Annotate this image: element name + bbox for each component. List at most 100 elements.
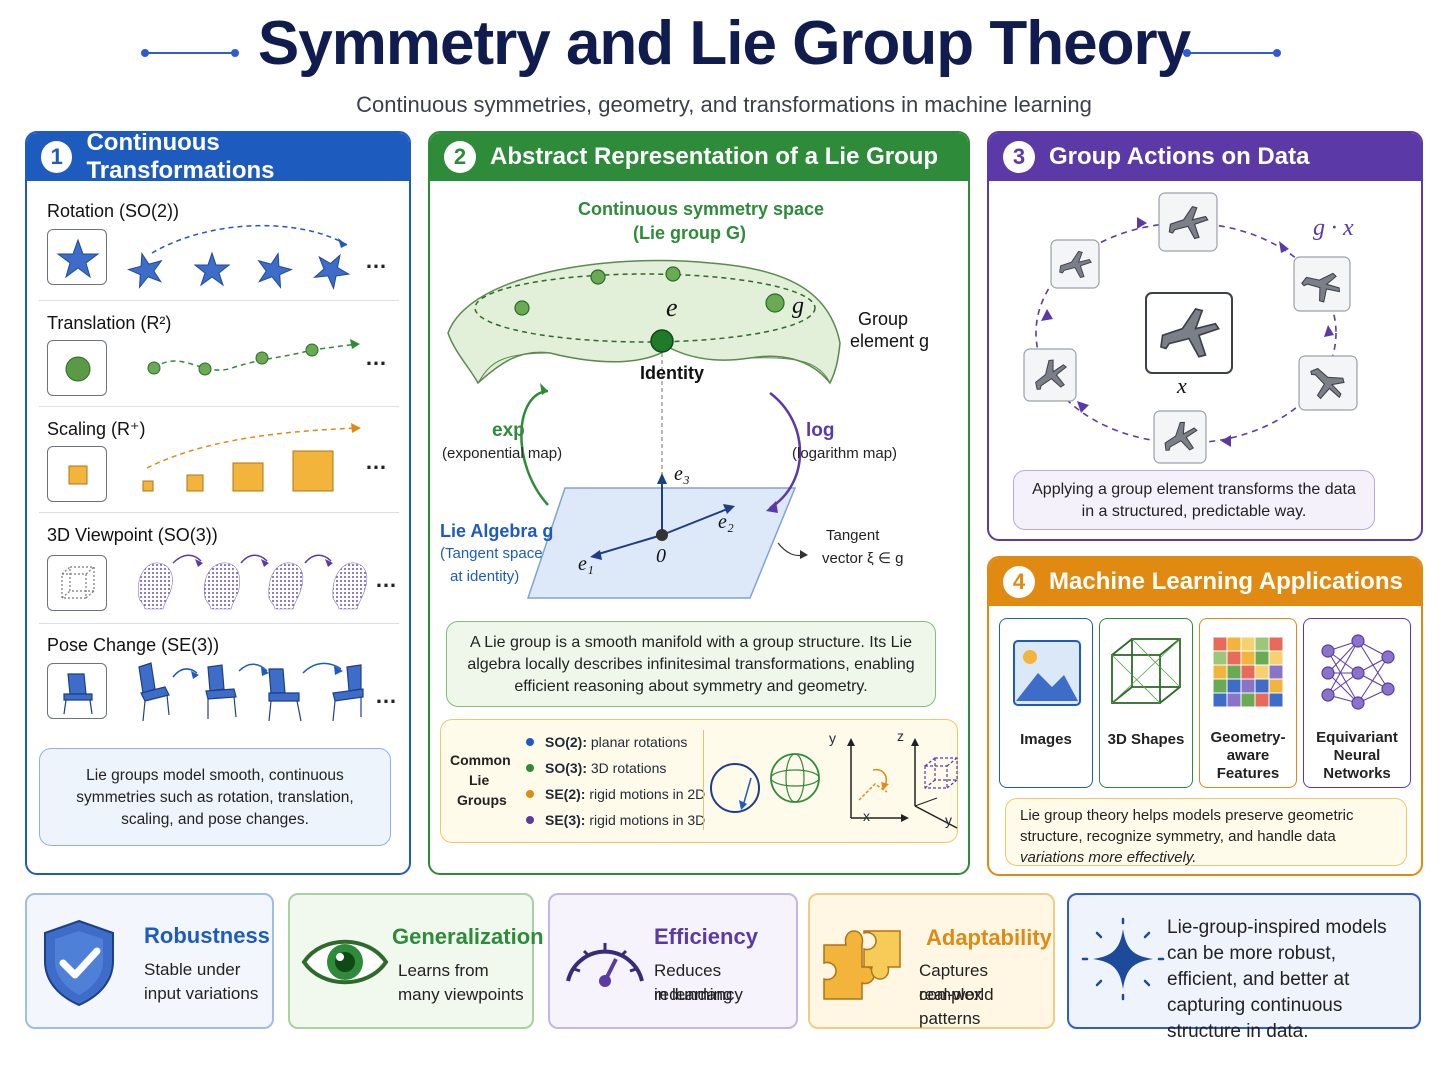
- panel-title: Group Actions on Data: [1049, 143, 1310, 170]
- panel-header: 1 Continuous Transformations: [27, 133, 409, 184]
- star-icon: [56, 238, 100, 279]
- card-line-1: Reduces redundancy: [654, 961, 743, 1004]
- rotation-icon-box: [47, 229, 107, 285]
- cube-wireframe-icon: [1111, 638, 1181, 704]
- title-decoration-left: [141, 49, 239, 57]
- ellipsis: …: [365, 248, 387, 273]
- summary-text: Lie-group-inspired models can be more ro…: [1167, 917, 1387, 1042]
- common-title-3: Groups: [457, 792, 507, 808]
- panel-number: 3: [1003, 141, 1035, 173]
- axis-y-label: y: [829, 730, 836, 746]
- lie-algebra-label: Lie Algebra g: [440, 521, 554, 541]
- lie-algebra-label-2: (Tangent space: [440, 545, 543, 562]
- card-title: Generalization: [392, 924, 544, 949]
- plane-cards: [1023, 192, 1358, 464]
- card-line-2: input variations: [144, 984, 259, 1003]
- panel-header: 2 Abstract Representation of a Lie Group: [430, 133, 968, 181]
- common-groups-illustrations: [710, 738, 958, 829]
- chair-icon: [63, 673, 93, 715]
- tangent-plane: [526, 487, 797, 599]
- log-label: log: [806, 420, 835, 441]
- divider: [39, 406, 399, 407]
- label-e2: e₂: [718, 511, 734, 533]
- ellipsis: …: [375, 683, 397, 708]
- speedometer-icon: [566, 943, 644, 987]
- lie-group-label: (Lie group G): [633, 223, 746, 243]
- panel-header: 4 Machine Learning Applications: [989, 558, 1421, 606]
- circle-icon: [65, 356, 91, 382]
- scaling-sequence: [142, 423, 361, 492]
- ellipsis: …: [365, 345, 387, 370]
- label-e3: e₃: [674, 463, 690, 485]
- scaling-icon-box: [47, 446, 107, 502]
- title-decoration-right: [1183, 49, 1281, 57]
- row-label-scaling: Scaling (R⁺): [47, 419, 146, 439]
- card-line-2: real-world patterns: [919, 985, 994, 1028]
- card-robustness: Robustness Stable under input variations: [25, 893, 274, 1029]
- group-action-cycle: [1023, 192, 1358, 464]
- exp-sub-label: (exponential map): [442, 445, 563, 462]
- panel2-note: A Lie group is a smooth manifold with a …: [446, 621, 936, 707]
- pose-sequence: [138, 662, 364, 722]
- divider: [39, 300, 399, 301]
- shield-check-icon: [44, 919, 114, 1007]
- common-title-2: Lie: [469, 772, 490, 788]
- axis-y-label-3d: y: [945, 812, 952, 828]
- app-3d-shapes: 3D Shapes: [1099, 618, 1193, 788]
- card-title: Robustness: [144, 923, 270, 948]
- translation-sequence: [147, 339, 360, 376]
- divider: [39, 512, 399, 513]
- panel-number: 1: [41, 141, 73, 173]
- group-element-label-2: element g: [850, 331, 930, 351]
- tangent-label: Tangent: [826, 527, 880, 544]
- pose-icon-box: [47, 663, 107, 719]
- label-zero: 0: [656, 545, 666, 567]
- log-sub-label: (logarithm map): [792, 445, 898, 462]
- lie-group-diagram: [447, 259, 841, 599]
- label-e1: e₁: [578, 553, 594, 575]
- panel1-note: Lie groups model smooth, continuous symm…: [39, 748, 391, 846]
- app-label: Images: [1020, 731, 1072, 748]
- square-icon: [68, 465, 88, 485]
- app-label: Geometry- aware Features: [1210, 729, 1286, 782]
- row-label-3d-viewpoint: 3D Viewpoint (SO(3)): [47, 525, 218, 545]
- viewpoint-sequence: [138, 554, 368, 610]
- panel-title: Abstract Representation of a Lie Group: [490, 143, 939, 170]
- card-line-2: many viewpoints: [398, 985, 524, 1004]
- page-title: Symmetry and Lie Group Theory: [257, 9, 1191, 78]
- card-title: Adaptability: [926, 925, 1052, 950]
- identity-point: [650, 329, 674, 353]
- app-images: Images: [999, 618, 1093, 788]
- row-label-rotation: Rotation (SO(2)): [47, 201, 180, 221]
- common-lie-groups-box: Common Lie Groups SO(2): planar rotation…: [440, 719, 958, 843]
- row-label-pose-change: Pose Change (SE(3)): [47, 635, 220, 655]
- card-line-1: Captures complex: [919, 961, 988, 1004]
- lie-algebra-label-3: at identity): [450, 568, 520, 585]
- panel-number: 4: [1003, 566, 1035, 598]
- panel-title: Machine Learning Applications: [1049, 568, 1403, 595]
- translation-icon-box: [47, 340, 107, 396]
- image-icon: [1013, 640, 1081, 706]
- app-label: 3D Shapes: [1107, 731, 1185, 748]
- rotation-sequence: [127, 224, 351, 290]
- panel-title: Continuous Transformations: [86, 131, 275, 184]
- group-bullets: [526, 738, 534, 824]
- panel-number: 2: [444, 141, 476, 173]
- exp-label: exp: [492, 420, 525, 441]
- identity-label: Identity: [640, 363, 705, 383]
- group-item-se2: SE(2): rigid motions in 2D: [545, 786, 706, 802]
- divider: [39, 623, 399, 624]
- panel-header: 3 Group Actions on Data: [989, 133, 1421, 181]
- axis-x-label: x: [863, 808, 870, 824]
- card-generalization: Generalization Learns from many viewpoin…: [288, 893, 544, 1029]
- card-line-1: Learns from: [398, 961, 489, 980]
- panel-ml-applications: 4 Machine Learning Applications Images 3…: [987, 556, 1423, 876]
- neural-network-icon: [1321, 634, 1395, 710]
- group-item-se3: SE(3): rigid motions in 3D: [545, 812, 706, 828]
- group-item-so3: SO(3): 3D rotations: [545, 760, 667, 776]
- panel4-note: Lie group theory helps models preserve g…: [1005, 798, 1407, 866]
- card-line-1: Stable under: [144, 960, 241, 979]
- app-geometry-features: Geometry- aware Features: [1199, 618, 1297, 788]
- panel-continuous-transformations: 1 Continuous Transformations Rotation (S…: [25, 131, 411, 875]
- tangent-vector-label: vector ξ ∈ g: [822, 550, 904, 567]
